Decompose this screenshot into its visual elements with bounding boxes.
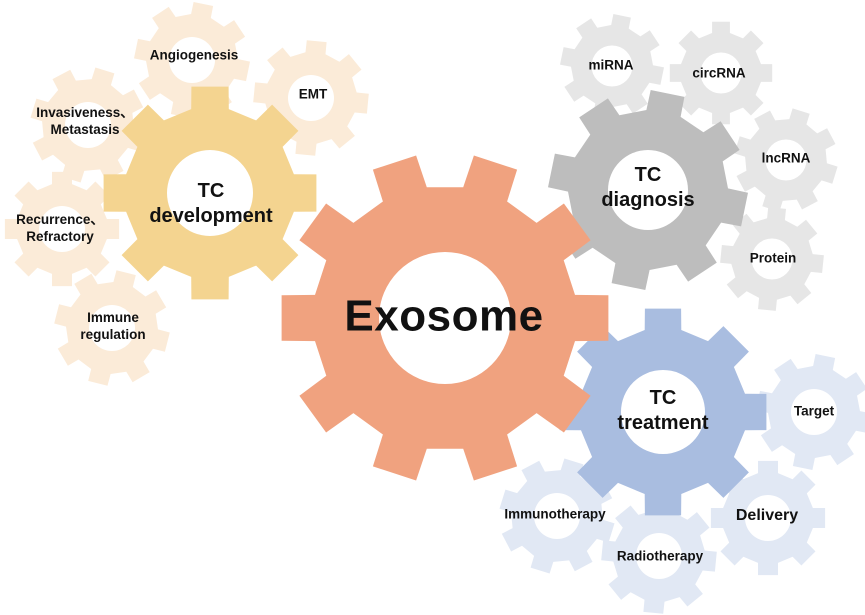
gear-immune-regulation [54, 270, 170, 386]
label-recurrence-refractory: Recurrence、 Refractory [16, 212, 104, 244]
gear-tc-development [103, 86, 317, 300]
label-protein: Protein [749, 250, 797, 266]
label-radiotherapy: Radiotherapy [616, 548, 704, 564]
label-target: Target [793, 403, 835, 419]
label-tc-development: TC development [149, 180, 273, 227]
gear-exosome [281, 155, 609, 481]
label-immune-regulation: Immune regulation [80, 310, 146, 342]
label-circrna: circRNA [692, 65, 746, 81]
gear-radiotherapy [601, 498, 717, 614]
gear-recurrence [4, 171, 120, 287]
label-invasiveness-metastasis: Invasiveness、 Metastasis [36, 105, 134, 137]
label-angiogenesis: Angiogenesis [149, 47, 239, 63]
label-exosome: Exosome [344, 291, 544, 341]
label-delivery: Delivery [735, 507, 799, 524]
gear-lncrna [734, 108, 838, 212]
gear-tc-treatment [559, 308, 767, 516]
label-tc-diagnosis: TC diagnosis [601, 164, 695, 211]
label-emt: EMT [298, 86, 328, 102]
gear-target [756, 354, 865, 470]
gear-protein [720, 207, 824, 311]
gear-delivery [710, 460, 826, 576]
label-immunotherapy: Immunotherapy [504, 506, 606, 522]
label-mirna: miRNA [588, 57, 634, 73]
gear-tc-diagnosis [548, 90, 748, 290]
label-tc-treatment: TC treatment [617, 387, 709, 434]
label-lncrna: lncRNA [761, 150, 811, 166]
gear-invasiveness [30, 67, 146, 183]
gear-immunotherapy [499, 458, 615, 574]
gear-circrna [669, 21, 773, 125]
gear-mirna [560, 14, 664, 118]
